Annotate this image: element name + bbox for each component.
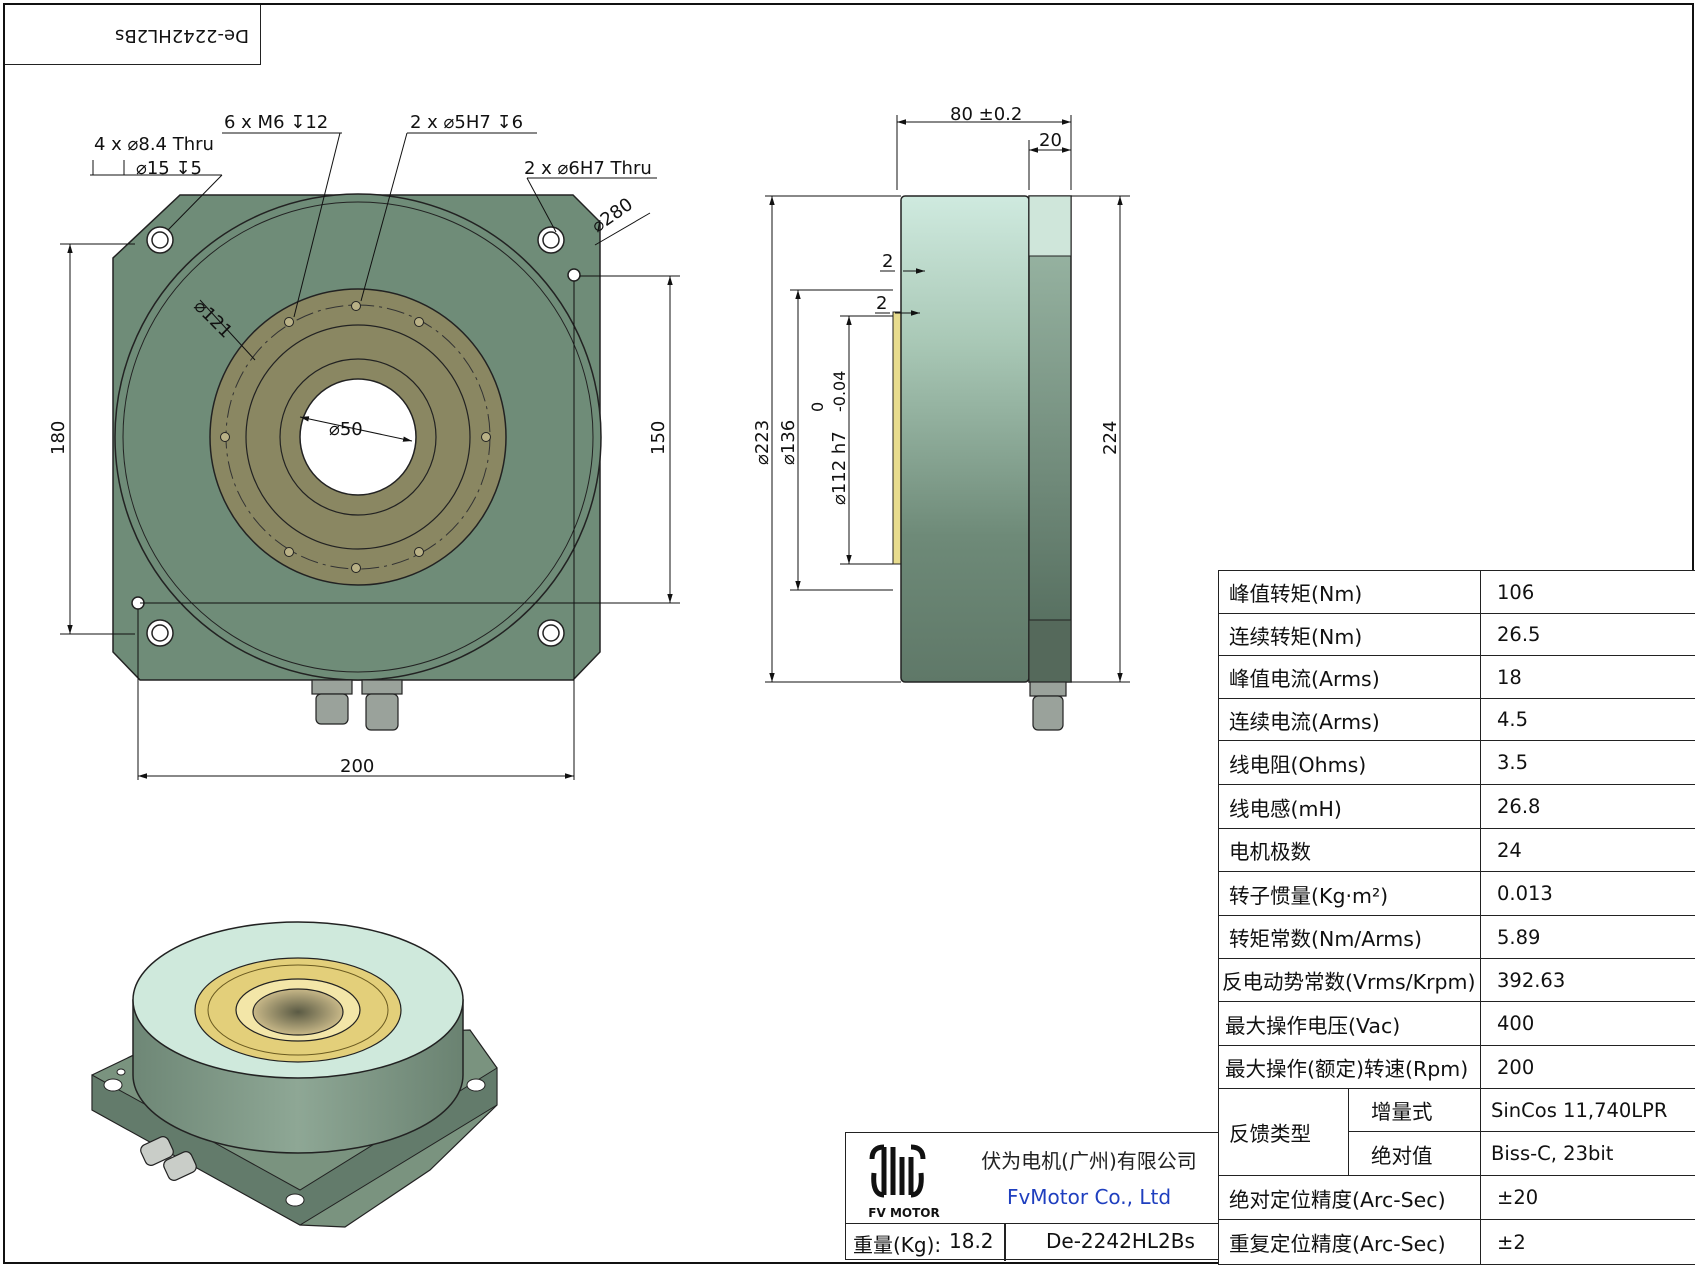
spec-label: 线电感(mH)	[1219, 785, 1481, 829]
spec-value: 18	[1481, 656, 1695, 699]
spec-label: 反电动势常数(Vrms/Krpm)	[1219, 959, 1481, 1002]
accuracy-row: 绝对定位精度(Arc-Sec)±20	[1219, 1176, 1695, 1220]
spec-label: 电机极数	[1219, 829, 1481, 872]
spec-label: 峰值电流(Arms)	[1219, 656, 1481, 699]
spec-row: 线电阻(Ohms)3.5	[1219, 741, 1695, 785]
spec-value: 3.5	[1481, 741, 1695, 785]
spec-label: 最大操作(额定)转速(Rpm)	[1219, 1046, 1481, 1089]
spec-row: 连续电流(Arms)4.5	[1219, 699, 1695, 741]
spec-value: 200	[1481, 1046, 1695, 1089]
spec-value: 4.5	[1481, 699, 1695, 741]
dim-step-a: 2	[882, 251, 893, 272]
dim-flange: 20	[1039, 130, 1062, 151]
accuracy-label: 重复定位精度(Arc-Sec)	[1219, 1220, 1481, 1265]
accuracy-row: 重复定位精度(Arc-Sec)±2	[1219, 1220, 1695, 1265]
side-cable-gland	[1030, 682, 1066, 730]
spec-label: 连续电流(Arms)	[1219, 699, 1481, 741]
spec-row: 峰值电流(Arms)18	[1219, 656, 1695, 699]
dim-height-180: 180	[48, 421, 69, 455]
dim-dia-112: ⌀112 h7	[829, 431, 850, 505]
feedback-type-label: 增量式	[1349, 1089, 1481, 1132]
side-view: 80 ±0.2 20 2 2 ⌀223 ⌀136 ⌀112 h7 0 -0.04…	[752, 104, 1130, 730]
feedback-row-incremental: 反馈类型 增量式 SinCos 11,740LPR	[1219, 1089, 1695, 1132]
spec-table: 峰值转矩(Nm)106 连续转矩(Nm)26.5 峰值电流(Arms)18 连续…	[1218, 570, 1695, 1265]
company-name-en: FvMotor Co., Ltd	[964, 1185, 1214, 1209]
spec-row: 连续转矩(Nm)26.5	[1219, 614, 1695, 656]
callout-counterbore: ⌀15 ↧5	[136, 158, 202, 179]
dim-dia-136: ⌀136	[778, 420, 799, 465]
dim-tol-lower: -0.04	[830, 371, 849, 412]
title-block-row: 重量(Kg): 18.2 De-2242HL2Bs	[846, 1223, 1219, 1261]
spec-value: 26.8	[1481, 785, 1695, 829]
callout-m6-holes: 6 x M6 ↧12	[224, 112, 328, 133]
spec-row: 最大操作(额定)转速(Rpm)200	[1219, 1046, 1695, 1089]
spec-row: 线电感(mH)26.8	[1219, 785, 1695, 829]
spec-value: 24	[1481, 829, 1695, 872]
spec-value: 5.89	[1481, 916, 1695, 959]
corner-label-box: De-2242HL2Bs	[5, 5, 261, 65]
corner-label: De-2242HL2Bs	[115, 25, 249, 46]
spec-row: 转矩常数(Nm/Arms)5.89	[1219, 916, 1695, 959]
spec-label: 转矩常数(Nm/Arms)	[1219, 916, 1481, 959]
title-block: FV MOTOR 伏为电机(广州)有限公司 FvMotor Co., Ltd 重…	[845, 1132, 1218, 1260]
dim-tol-upper: 0	[808, 402, 827, 412]
spec-value: 392.63	[1481, 959, 1695, 1002]
side-flange	[1029, 196, 1071, 682]
side-rotor-lip	[893, 312, 901, 564]
fv-motor-logo: FV MOTOR	[846, 1133, 961, 1223]
spec-value: 106	[1481, 571, 1695, 614]
iso-bore	[253, 989, 343, 1035]
cable-glands	[312, 680, 402, 730]
spec-row: 峰值转矩(Nm)106	[1219, 571, 1695, 614]
dim-depth: 80 ±0.2	[950, 104, 1022, 125]
dim-height-150: 150	[648, 421, 669, 455]
spec-value: 400	[1481, 1002, 1695, 1046]
weight-label: 重量(Kg):	[853, 1229, 941, 1258]
spec-value: 0.013	[1481, 872, 1695, 916]
callout-h7-5-holes: 2 x ⌀5H7 ↧6	[410, 112, 523, 133]
accuracy-value: ±20	[1481, 1176, 1695, 1220]
callout-thru-holes: 4 x ⌀8.4 Thru	[94, 134, 214, 155]
company-name-cn: 伏为电机(广州)有限公司	[964, 1145, 1214, 1174]
spec-row: 转子惯量(Kg·m²)0.013	[1219, 872, 1695, 916]
spec-label: 最大操作电压(Vac)	[1219, 1002, 1481, 1046]
feedback-type-value: Biss-C, 23bit	[1481, 1132, 1695, 1176]
accuracy-label: 绝对定位精度(Arc-Sec)	[1219, 1176, 1481, 1220]
front-view: 4 x ⌀8.4 Thru ⌀15 ↧5 6 x M6 ↧12 2 x ⌀5H7…	[48, 112, 680, 780]
callout-dia-50: ⌀50	[329, 419, 363, 440]
accuracy-value: ±2	[1481, 1220, 1695, 1265]
feedback-label: 反馈类型	[1219, 1089, 1349, 1176]
dim-height-224: 224	[1100, 421, 1121, 455]
spec-label: 转子惯量(Kg·m²)	[1219, 872, 1481, 916]
weight-value: 18.2	[949, 1229, 994, 1253]
spec-label: 线电阻(Ohms)	[1219, 741, 1481, 785]
callout-h7-6-holes: 2 x ⌀6H7 Thru	[524, 158, 652, 179]
spec-label: 连续转矩(Nm)	[1219, 614, 1481, 656]
part-number: De-2242HL2Bs	[1046, 1229, 1195, 1253]
spec-value: 26.5	[1481, 614, 1695, 656]
spec-label: 峰值转矩(Nm)	[1219, 571, 1481, 614]
spec-row: 最大操作电压(Vac)400	[1219, 1002, 1695, 1046]
feedback-type-label: 绝对值	[1349, 1132, 1481, 1176]
dim-dia-223: ⌀223	[752, 420, 773, 465]
side-body	[901, 196, 1029, 682]
dim-step-b: 2	[876, 293, 887, 314]
dim-width-200: 200	[340, 756, 374, 777]
isometric-view	[92, 922, 497, 1227]
logo-text: FV MOTOR	[868, 1206, 939, 1220]
spec-row: 反电动势常数(Vrms/Krpm)392.63	[1219, 959, 1695, 1002]
feedback-type-value: SinCos 11,740LPR	[1481, 1089, 1695, 1132]
title-block-divider	[1004, 1224, 1006, 1261]
callout-dia-280: ⌀280	[588, 194, 637, 237]
